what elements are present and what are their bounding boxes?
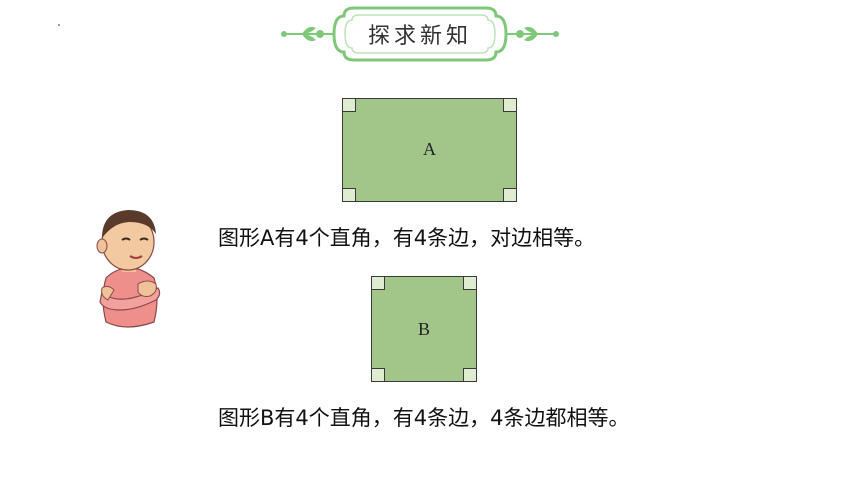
banner-frame-icon — [281, 6, 559, 62]
right-angle-mark — [342, 98, 356, 112]
right-angle-mark — [342, 188, 356, 202]
shape-b-description: 图形B有4个直角，有4条边，4条边都相等。 — [218, 406, 630, 430]
shape-a-label: A — [423, 139, 436, 159]
shape-a-description: 图形A有4个直角，有4条边，对边相等。 — [218, 226, 596, 250]
shape-b-label: B — [417, 318, 430, 339]
title-banner: 探求新知 — [280, 6, 560, 62]
square-shape-b: B — [371, 276, 477, 382]
right-angle-mark — [371, 276, 385, 290]
rectangle-shape-a: A — [342, 98, 517, 202]
right-angle-mark — [503, 98, 517, 112]
banner-title: 探求新知 — [367, 24, 472, 49]
right-angle-mark — [463, 276, 477, 290]
decorative-dot — [58, 24, 60, 26]
right-angle-mark — [503, 188, 517, 202]
boy-illustration — [88, 208, 170, 332]
right-angle-mark — [463, 368, 477, 382]
right-angle-mark — [371, 368, 385, 382]
